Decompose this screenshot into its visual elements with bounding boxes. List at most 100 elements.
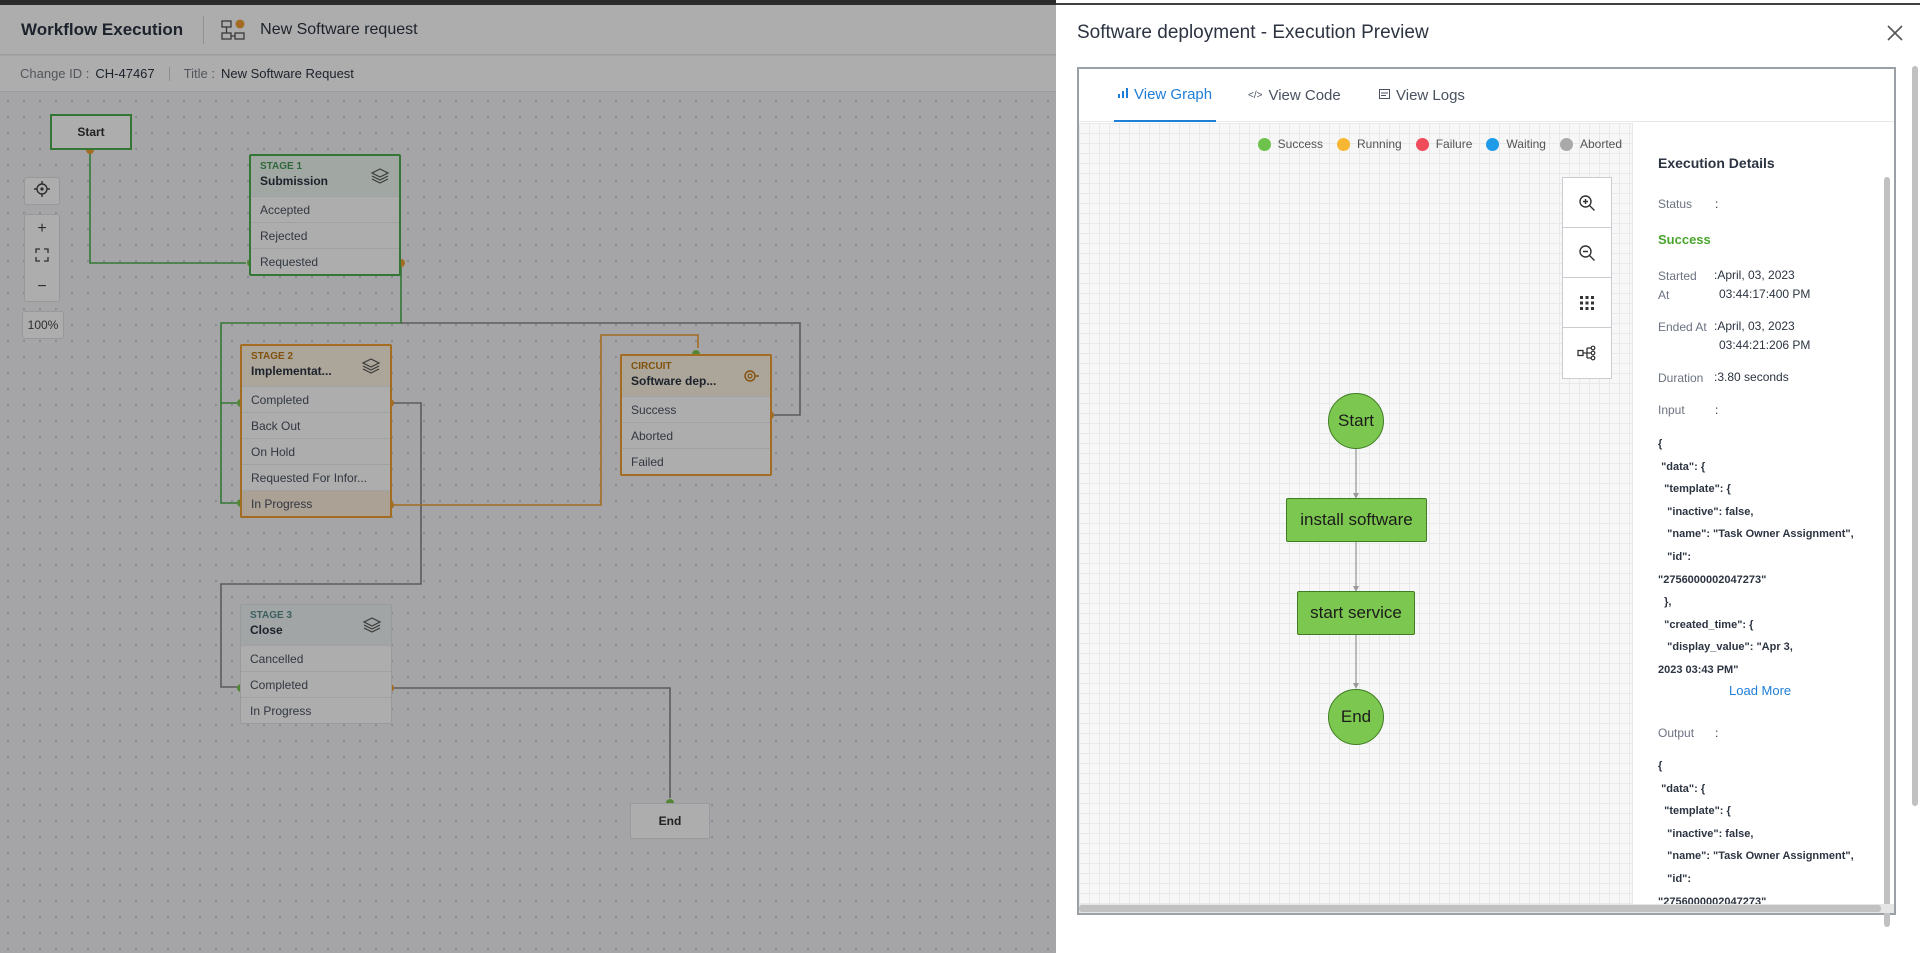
circuit-card[interactable]: CIRCUIT Software dep... Success Aborted … [620, 354, 772, 476]
tab-view-code[interactable]: </> View Code [1248, 69, 1341, 122]
info-bar: Change ID : CH-47467 Title : New Softwar… [0, 56, 1056, 92]
panel-scrollbar[interactable] [1912, 66, 1918, 806]
graph-edges [1353, 449, 1359, 689]
legend-dot-running [1337, 137, 1350, 151]
details-scrollbar[interactable] [1884, 177, 1890, 927]
stage-row[interactable]: Completed [241, 671, 391, 697]
close-icon[interactable] [1884, 22, 1906, 44]
header-divider [203, 15, 205, 44]
stage-row[interactable]: Cancelled [241, 645, 391, 671]
preview-tabs: View Graph </> View Code View Logs [1079, 69, 1894, 122]
tab-label: View Graph [1134, 86, 1213, 103]
started-label-2: At [1658, 288, 1670, 302]
stage-row[interactable]: Success [622, 396, 770, 422]
zoom-in-icon [1579, 194, 1595, 211]
duration-label: Duration [1658, 371, 1704, 385]
tab-label: View Logs [1396, 87, 1465, 104]
panel-top-bar [1056, 3, 1920, 5]
execution-preview-panel: Software deployment - Execution Preview … [1056, 0, 1920, 953]
stage-tag: STAGE 3 [250, 610, 293, 621]
info-divider [168, 66, 170, 81]
stage-row[interactable]: Back Out [242, 412, 390, 438]
layout-button[interactable] [1563, 328, 1611, 378]
stage-row[interactable]: Aborted [622, 422, 770, 448]
bar-chart-icon [1118, 88, 1128, 101]
status-value: Success [1658, 232, 1711, 247]
fit-screen-icon[interactable] [35, 248, 49, 267]
grid-toggle-button[interactable] [1563, 278, 1611, 328]
tab-view-logs[interactable]: View Logs [1379, 69, 1465, 122]
legend-label: Aborted [1579, 137, 1622, 151]
status-colon: : [1715, 197, 1719, 211]
stage-2-card[interactable]: STAGE 2 Implementat... Completed Back Ou… [240, 344, 392, 518]
input-json: { "data": { "template": { "inactive": fa… [1658, 438, 1854, 676]
legend-label: Failure [1435, 137, 1473, 151]
execution-details: Execution Details Status : Success Start… [1632, 123, 1894, 927]
execution-graph: Success Running Failure Waiting Aborted [1079, 123, 1632, 913]
stage-tag: STAGE 2 [251, 351, 294, 362]
legend-label: Waiting [1506, 137, 1546, 151]
duration-value: :3.80 seconds [1714, 370, 1789, 384]
request-flow-icon [220, 18, 248, 42]
tab-view-graph[interactable]: View Graph [1114, 69, 1217, 122]
started-label: Started [1658, 269, 1697, 283]
graph-node-end[interactable]: End [1328, 689, 1384, 745]
graph-node-start[interactable]: Start [1328, 393, 1384, 449]
stage-row[interactable]: Requested [251, 248, 399, 274]
horizontal-scroll-thumb[interactable] [1079, 905, 1881, 912]
code-icon: </> [1248, 90, 1263, 101]
tree-layout-icon [1577, 345, 1596, 361]
stage-1-card[interactable]: STAGE 1 Submission Accepted Rejected Req… [249, 154, 401, 276]
panel-title: Software deployment - Execution Preview [1077, 22, 1429, 43]
title-label: Title : [183, 66, 215, 81]
legend-item: Success [1257, 137, 1323, 151]
ended-date: :April, 03, 2023 [1714, 319, 1795, 333]
recenter-button[interactable] [24, 177, 60, 205]
stage-row[interactable]: Requested For Infor... [242, 464, 390, 490]
layers-icon [370, 168, 390, 184]
start-node[interactable]: Start [50, 114, 132, 150]
load-more-link[interactable]: Load More [1729, 683, 1792, 698]
stage-row[interactable]: Completed [242, 386, 390, 412]
stage-row-active[interactable]: In Progress [242, 490, 390, 516]
layers-icon [362, 617, 382, 633]
dotted-canvas [0, 93, 1056, 953]
end-node[interactable]: End [630, 803, 710, 839]
legend-item: Running [1337, 137, 1402, 151]
zoom-out-button[interactable] [1563, 228, 1611, 278]
zoom-controls: + − [24, 214, 60, 302]
stage-row[interactable]: On Hold [242, 438, 390, 464]
legend-item: Waiting [1486, 137, 1546, 151]
graph-node-start-service[interactable]: start service [1297, 591, 1415, 635]
output-json: { "data": { "template": { "inactive": fa… [1658, 760, 1854, 908]
legend-dot-waiting [1486, 137, 1500, 151]
legend-dot-failure [1415, 137, 1429, 151]
started-time: 03:44:17:400 PM [1719, 287, 1811, 301]
stage-tag: STAGE 1 [260, 161, 303, 172]
legend-item: Failure [1415, 137, 1473, 151]
zoom-level: 100% [22, 311, 64, 339]
legend-dot-aborted [1559, 137, 1573, 151]
zoom-in-button[interactable] [1563, 178, 1611, 228]
log-icon [1379, 89, 1390, 102]
crosshair-icon [34, 180, 50, 202]
stage-row[interactable]: Accepted [251, 196, 399, 222]
status-label: Status [1658, 197, 1693, 211]
horizontal-scrollbar[interactable] [1079, 904, 1894, 913]
started-date: :April, 03, 2023 [1714, 268, 1795, 282]
modal-backdrop[interactable] [0, 0, 1056, 953]
zoom-out-icon[interactable]: − [37, 277, 47, 295]
stage-name: Submission [260, 174, 329, 188]
graph-toolbar [1562, 177, 1612, 379]
stage-3-card[interactable]: STAGE 3 Close Cancelled Completed In Pro… [240, 604, 392, 724]
graph-node-install-software[interactable]: install software [1286, 498, 1427, 542]
preview-frame: View Graph </> View Code View Logs Succe… [1077, 67, 1896, 927]
stage-row[interactable]: Failed [622, 448, 770, 474]
workflow-canvas-area: Workflow Execution New Software request … [0, 0, 1056, 953]
status-legend: Success Running Failure Waiting Aborted [1244, 137, 1622, 151]
stage-row[interactable]: Rejected [251, 222, 399, 248]
stage-row[interactable]: In Progress [241, 697, 391, 723]
ended-label: Ended At [1658, 320, 1707, 334]
change-id-value: CH-47467 [95, 66, 155, 81]
zoom-in-icon[interactable]: + [37, 220, 47, 238]
